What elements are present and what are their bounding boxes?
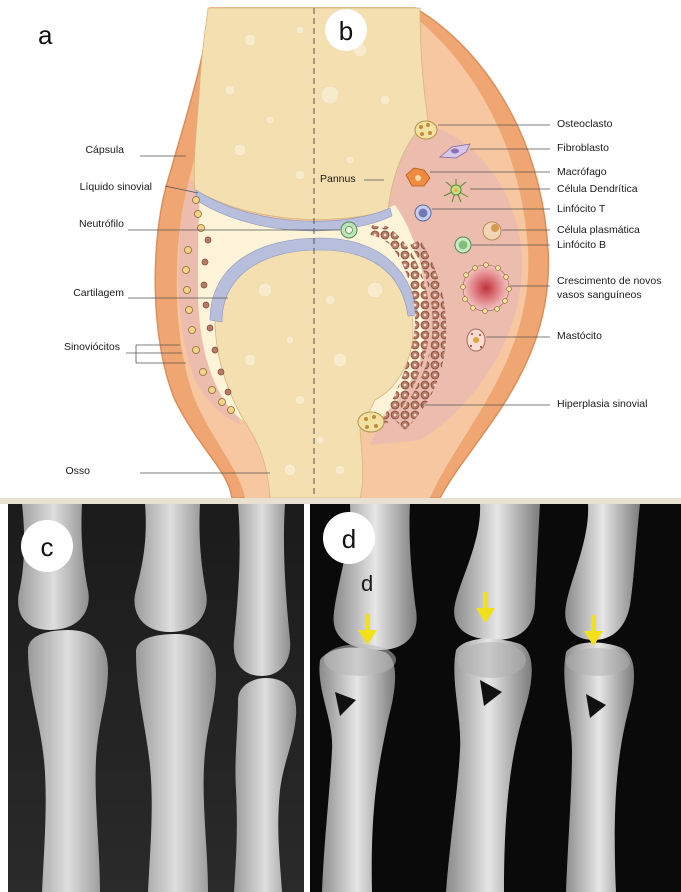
joint-diagram: a b Cápsula Líquido sinovial Neutrófilo … <box>38 8 661 498</box>
label-osso: Osso <box>65 465 90 477</box>
panel-separator <box>0 498 681 504</box>
label-hiperplasia-sinovial: Hiperplasia sinovial <box>557 398 647 410</box>
label-neutrofilo: Neutrófilo <box>79 218 124 230</box>
label-celula-plasmatica: Célula plasmática <box>557 224 640 236</box>
xray-panel-d: d d <box>310 504 681 892</box>
label-cartilagem: Cartilagem <box>73 287 124 299</box>
t-lymphocyte-cell <box>415 205 431 221</box>
label-macrofago: Macrófago <box>557 166 607 178</box>
panel-d-overlay-letter: d <box>361 571 373 596</box>
label-fibroblasto: Fibroblasto <box>557 142 609 154</box>
mast-cell <box>467 329 485 351</box>
label-pannus: Pannus <box>320 173 356 185</box>
neutrophil-cell <box>341 222 357 238</box>
panel-label-b: b <box>339 16 353 46</box>
label-linfocito-b: Linfócito B <box>557 239 606 251</box>
panel-label-c: c <box>41 532 54 562</box>
osteoclast-cell <box>415 121 437 139</box>
panel-label-a: a <box>38 20 53 50</box>
label-liquido-sinovial: Líquido sinovial <box>80 181 152 193</box>
label-crescimento-line1: Crescimento de novos <box>557 275 661 287</box>
b-lymphocyte-cell <box>455 237 471 253</box>
label-crescimento-line2: vasos sanguíneos <box>557 289 642 301</box>
label-capsula: Cápsula <box>85 144 124 156</box>
osteoclast-lower <box>358 412 384 432</box>
label-mastocito: Mastócito <box>557 330 602 342</box>
xray-panel-c: c <box>8 504 304 892</box>
label-osteoclasto: Osteoclasto <box>557 118 613 130</box>
label-celula-dendritica: Célula Dendrítica <box>557 183 638 195</box>
label-linfocito-t: Linfócito T <box>557 203 606 215</box>
panel-label-d: d <box>342 524 356 554</box>
label-sinoviocitos: Sinoviócitos <box>64 341 120 353</box>
plasma-cell <box>483 222 501 240</box>
